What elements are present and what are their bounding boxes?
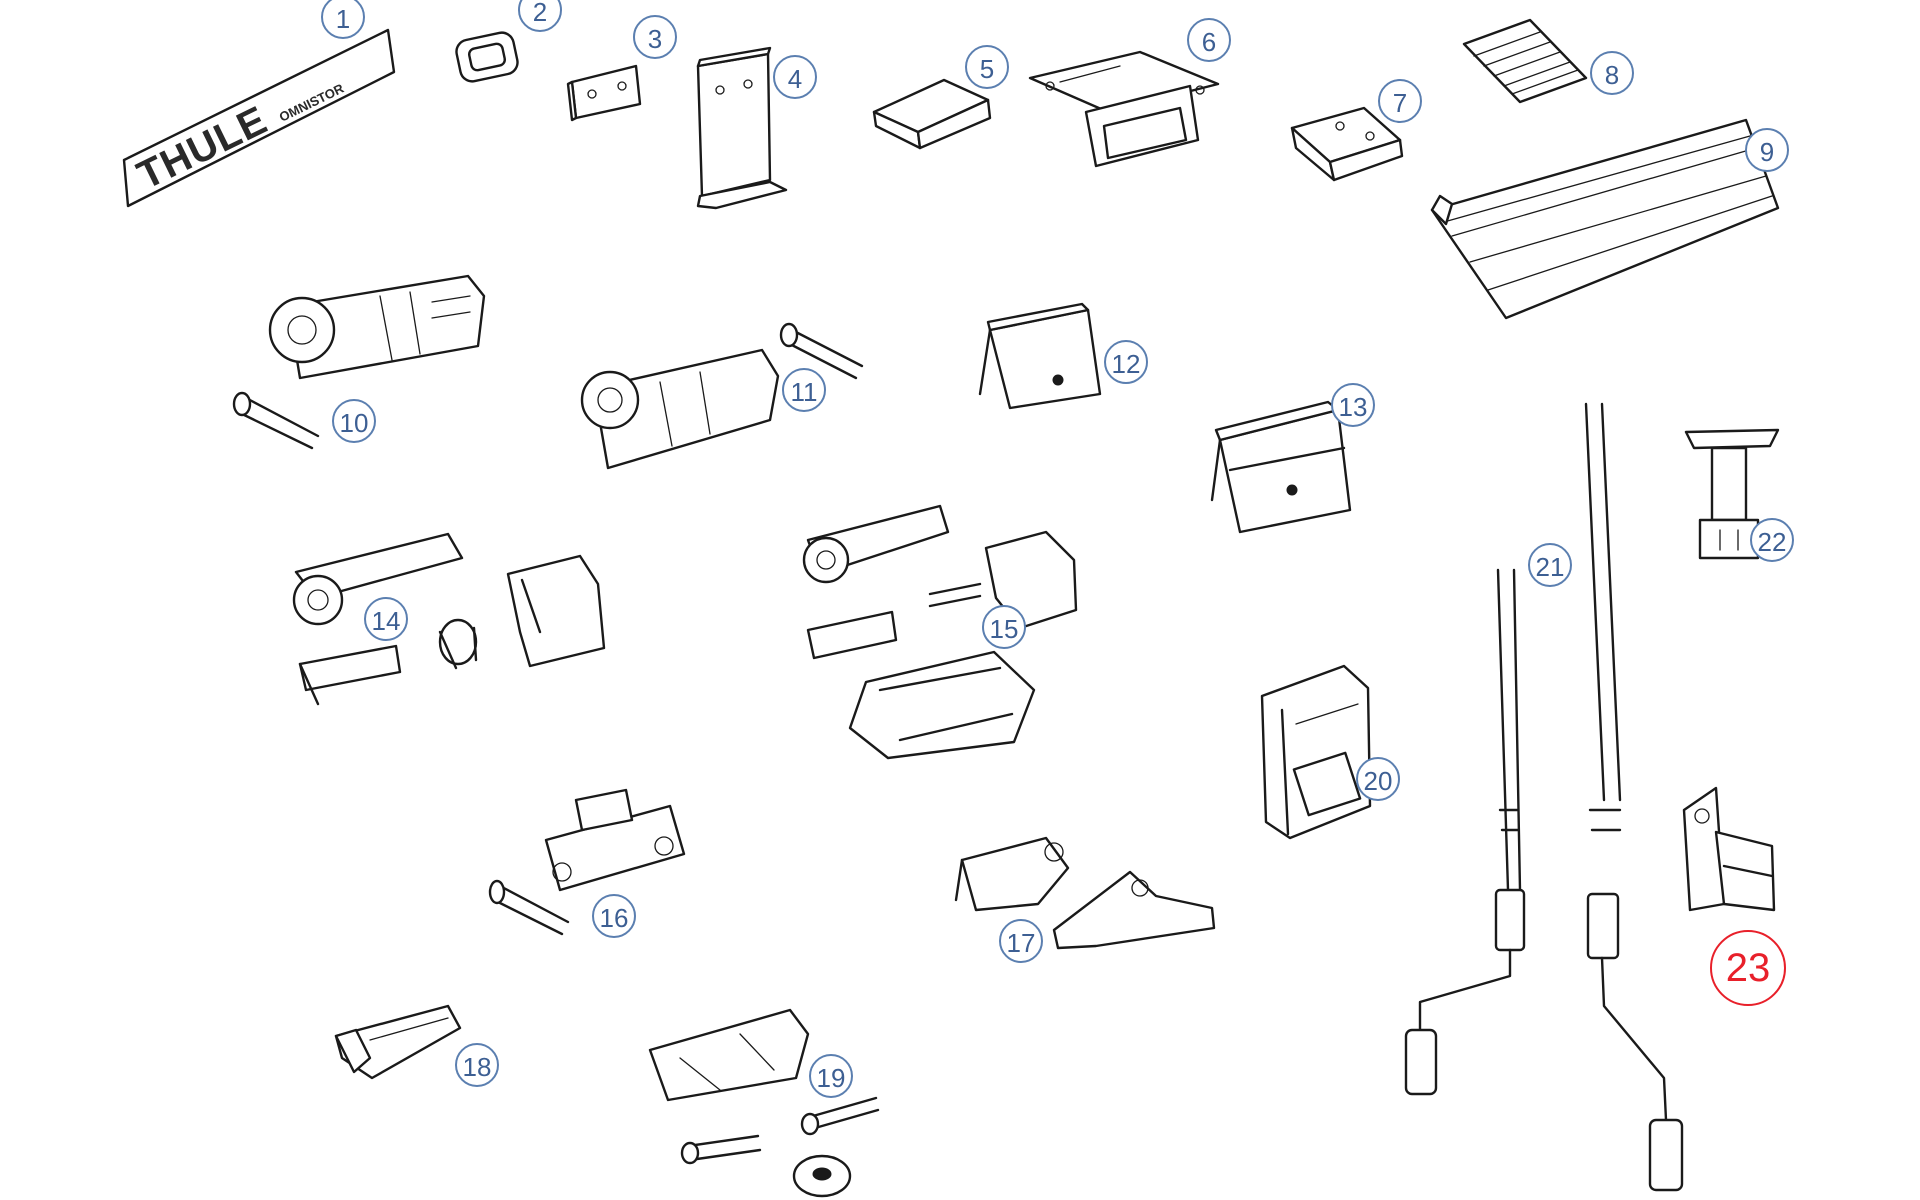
callout-7[interactable]: 7 bbox=[1378, 79, 1422, 123]
callout-5[interactable]: 5 bbox=[965, 45, 1009, 89]
callout-6[interactable]: 6 bbox=[1187, 18, 1231, 62]
part-8-slats[interactable] bbox=[1462, 18, 1588, 104]
callout-15[interactable]: 15 bbox=[982, 605, 1026, 649]
callout-11[interactable]: 11 bbox=[782, 368, 826, 412]
part-23-wall-bracket[interactable] bbox=[1682, 786, 1776, 912]
callout-14[interactable]: 14 bbox=[364, 597, 408, 641]
part-7-mounting-plate[interactable] bbox=[1290, 106, 1404, 182]
callout-18[interactable]: 18 bbox=[455, 1043, 499, 1087]
part-2-ring[interactable] bbox=[454, 30, 519, 83]
callout-21[interactable]: 21 bbox=[1528, 543, 1572, 587]
part-19-base-screw-washer[interactable] bbox=[648, 1008, 880, 1198]
callout-16[interactable]: 16 bbox=[592, 894, 636, 938]
part-10-arm-joint[interactable] bbox=[232, 274, 486, 450]
part-18-end-cap[interactable] bbox=[334, 1004, 462, 1080]
part-13-clip[interactable] bbox=[1210, 400, 1352, 534]
part-5-cap[interactable] bbox=[872, 78, 992, 150]
callout-19[interactable]: 19 bbox=[809, 1054, 853, 1098]
callout-9[interactable]: 9 bbox=[1745, 128, 1789, 172]
part-17-hinge-bracket[interactable] bbox=[954, 836, 1216, 950]
part-9-profile-rail[interactable] bbox=[1430, 118, 1780, 320]
part-3-plate[interactable] bbox=[566, 64, 642, 122]
part-22-hanger-bracket[interactable] bbox=[1684, 428, 1780, 560]
callout-13[interactable]: 13 bbox=[1331, 383, 1375, 427]
logo-brand-text: THULE bbox=[131, 98, 275, 198]
part-21-crank-handles[interactable] bbox=[1404, 402, 1684, 1192]
callout-22[interactable]: 22 bbox=[1750, 518, 1794, 562]
callout-20[interactable]: 20 bbox=[1356, 757, 1400, 801]
part-15-hinge-set[interactable] bbox=[802, 504, 1078, 760]
callout-10[interactable]: 10 bbox=[332, 399, 376, 443]
part-14-hinge-set[interactable] bbox=[292, 532, 606, 706]
part-1-logo-plate[interactable]: THULE OMNISTOR bbox=[122, 28, 396, 208]
part-6-housing[interactable] bbox=[1028, 50, 1220, 168]
callout-3[interactable]: 3 bbox=[633, 15, 677, 59]
callout-12[interactable]: 12 bbox=[1104, 340, 1148, 384]
callout-4[interactable]: 4 bbox=[773, 55, 817, 99]
part-20-control-box[interactable] bbox=[1260, 664, 1372, 840]
part-4-bracket[interactable] bbox=[696, 46, 788, 210]
callout-8[interactable]: 8 bbox=[1590, 51, 1634, 95]
callout-23-highlighted[interactable]: 23 bbox=[1710, 930, 1786, 1006]
part-12-clip[interactable] bbox=[978, 302, 1102, 410]
callout-17[interactable]: 17 bbox=[999, 919, 1043, 963]
part-16-plate-pin[interactable] bbox=[488, 788, 686, 936]
callout-1[interactable]: 1 bbox=[321, 0, 365, 39]
part-11-arm-joint[interactable] bbox=[580, 322, 864, 470]
